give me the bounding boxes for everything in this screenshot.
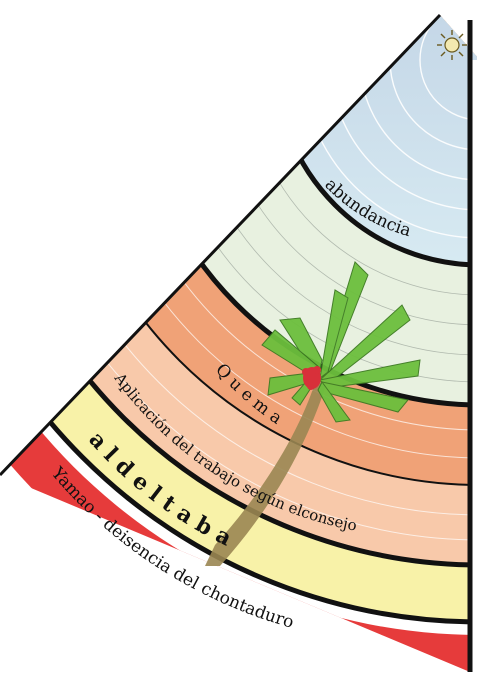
sun-icon: [437, 30, 467, 60]
fruit-cluster: [302, 366, 321, 390]
chontaduro-palm-icon: [205, 261, 421, 566]
sky-band: [275, 15, 477, 265]
green-band: [135, 15, 477, 405]
wedge-left-edge: [0, 13, 442, 477]
